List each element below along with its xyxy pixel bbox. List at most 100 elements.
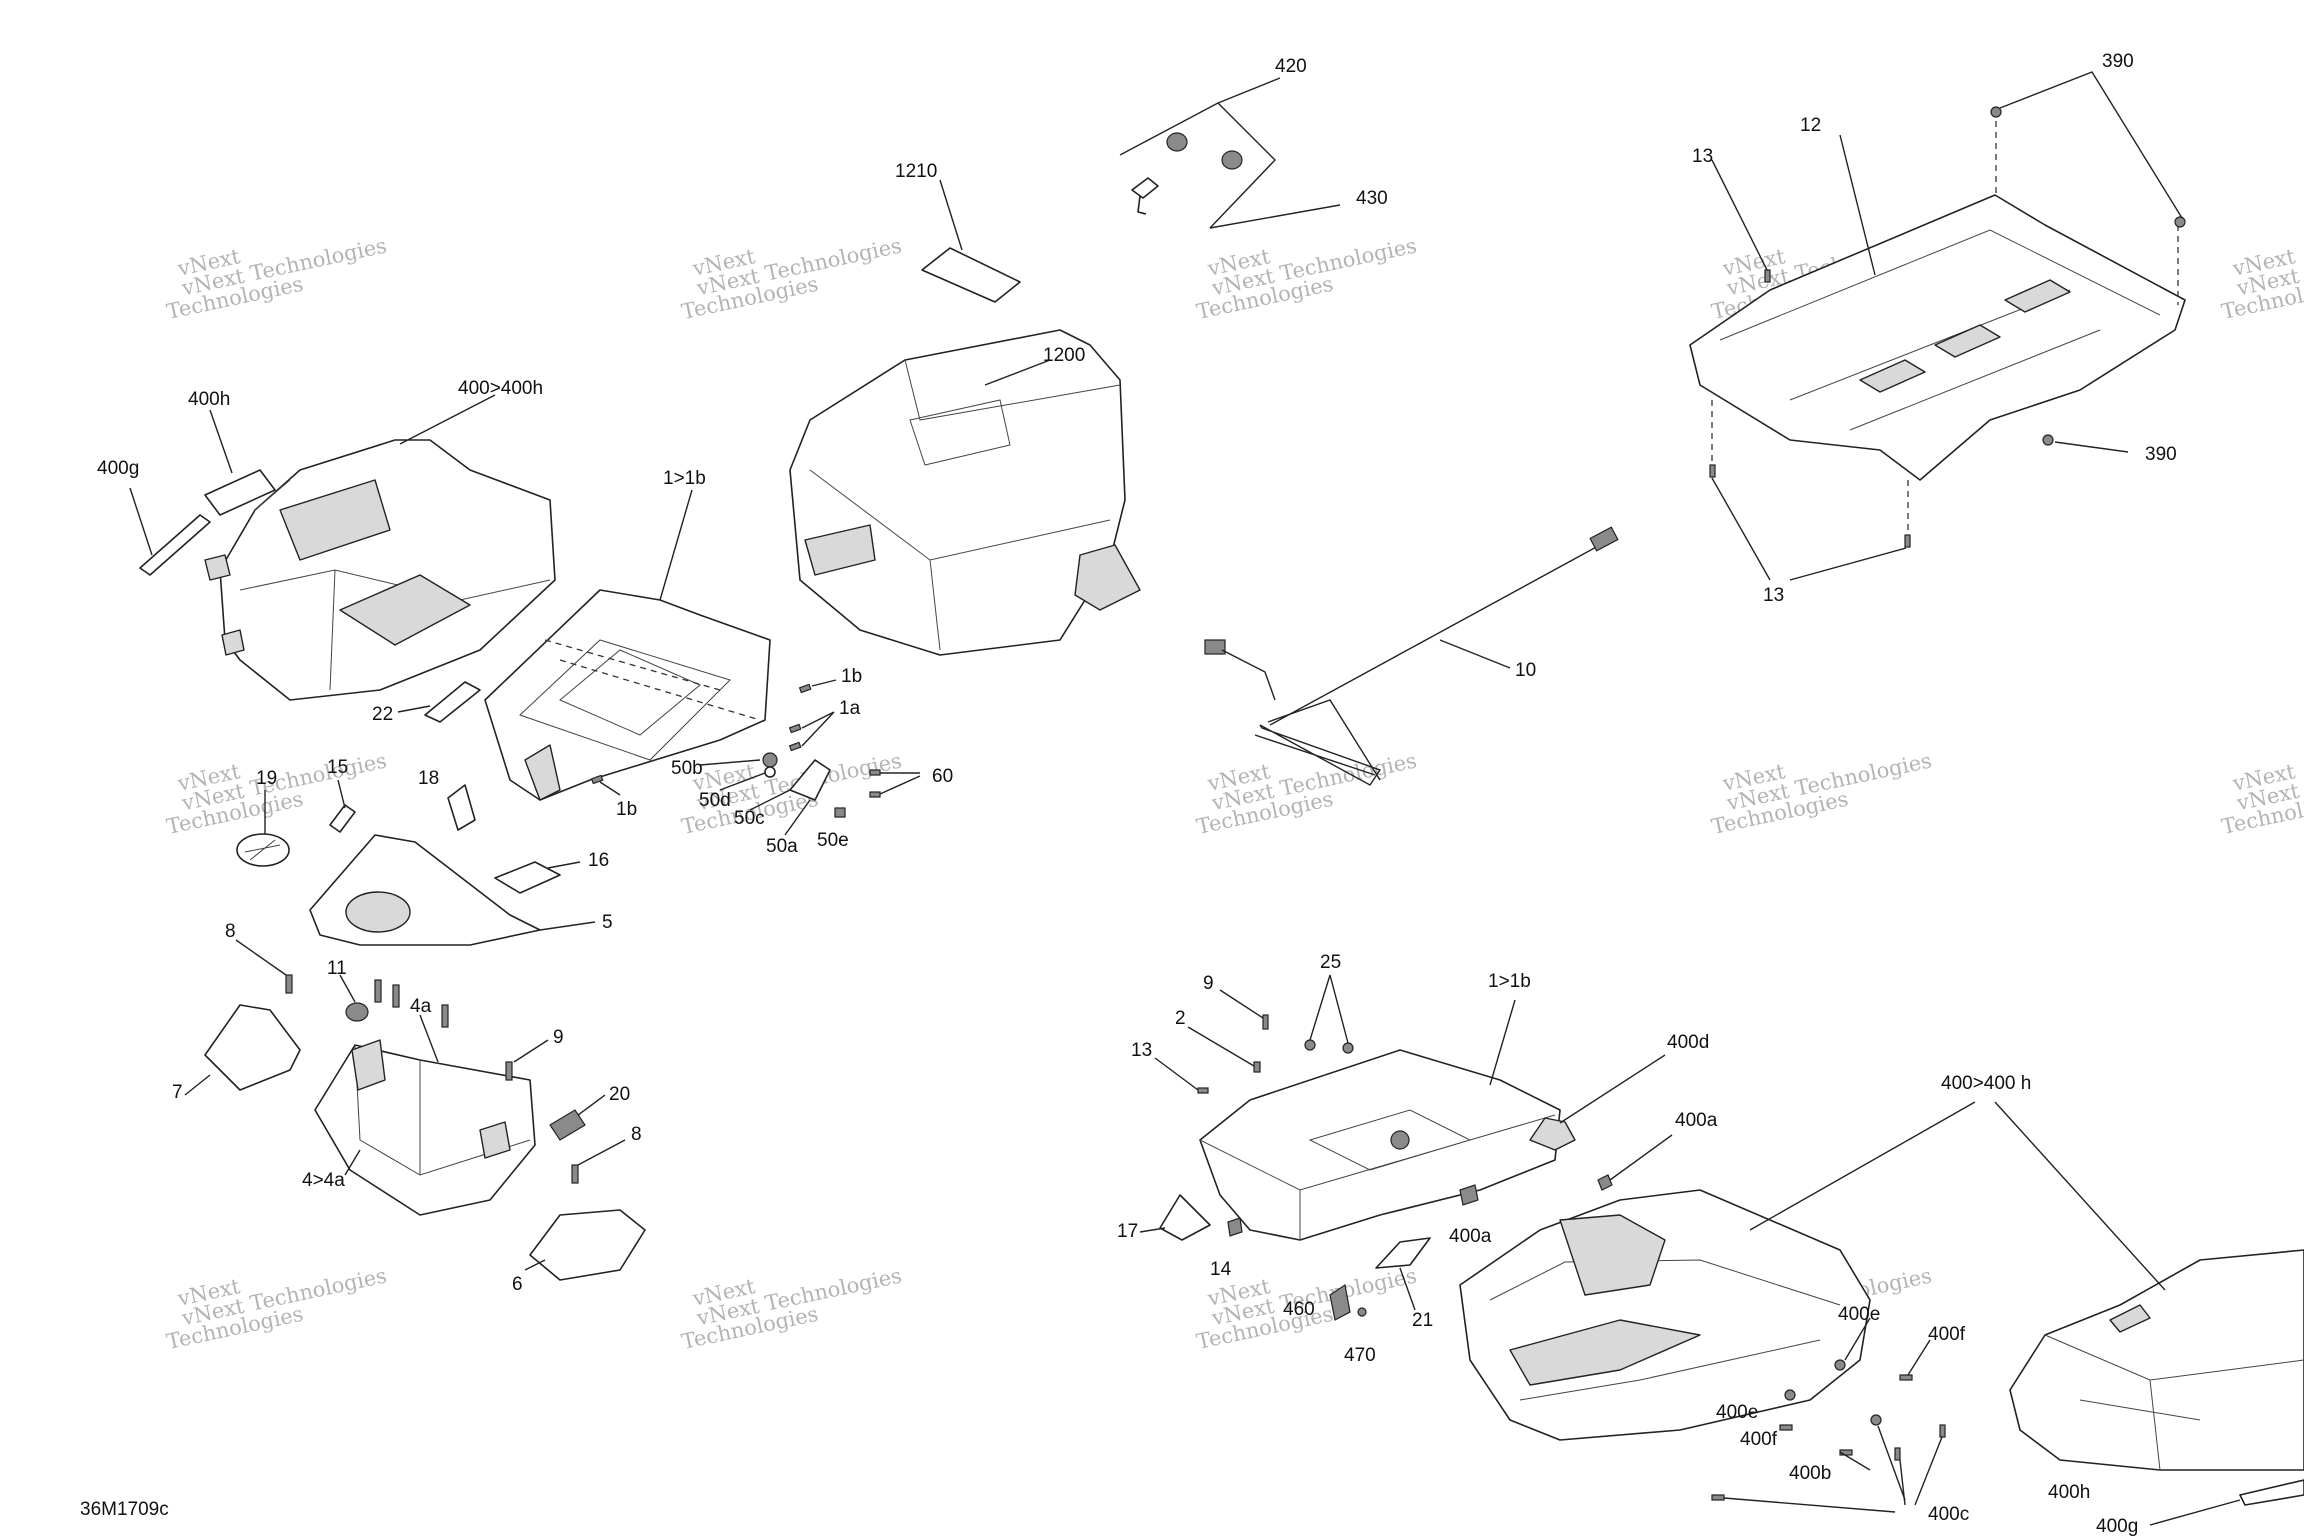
label-460: 460 [1283,1299,1315,1320]
screw-4a-b [392,984,400,1008]
clip-20-part [549,1109,586,1141]
screw-4a-c [441,1004,449,1028]
label-400-to-400h-a: 400>400h [458,378,543,399]
leader-5 [539,921,596,931]
part-4-lower-mount [184,939,646,1281]
latch-body [789,759,831,801]
label-400f-b: 400f [1740,1429,1778,1450]
fastener-390-top-b [2174,216,2186,228]
case-edges [809,359,1121,651]
label-14: 14 [1210,1259,1232,1280]
screw-25-b [1342,1042,1354,1054]
leader-390-right [2054,441,2129,453]
screw-8-top [285,974,293,994]
label-16: 16 [588,850,609,871]
label-1-to-1b-a: 1>1b [663,468,706,489]
harness-lead [1221,649,1276,701]
label-50e: 50e [817,830,849,851]
screw-400c-c [1711,1494,1725,1501]
label-50a: 50a [766,836,798,857]
label-390-top: 390 [2102,51,2134,72]
fastener-390-top [1990,106,2002,118]
label-400c: 400c [1928,1504,1969,1525]
decal-17-part [1159,1194,1211,1241]
label-4-to-4a: 4>4a [302,1170,345,1191]
screw-25-a [1304,1039,1316,1051]
leader-400h-a [209,409,233,474]
leader-9-right [1219,989,1264,1019]
label-9-left: 9 [553,1027,564,1048]
watermark: vNext vNext Technologies Technologies [1194,233,1418,324]
label-400a-b: 400a [1449,1226,1492,1247]
leader-1b-bottom [599,781,621,796]
screw-1b-bottom [590,774,604,785]
part-420-hardware [1119,77,1341,229]
decal-part [921,247,1021,303]
latch-spring [762,752,778,768]
tray-body [1199,1049,1561,1241]
leader-13-top [1711,159,1768,271]
watermark: vNext vNext Technologies Technologies [2219,233,2304,324]
part-1-mount-tray-lower [1139,974,1561,1321]
side-case-handle [279,479,391,561]
leader-50c [749,789,791,811]
label-17: 17 [1117,1221,1138,1242]
rack-body [1689,194,2186,481]
label-13-top: 13 [1692,146,1713,167]
label-1210: 1210 [895,161,937,182]
label-20: 20 [609,1084,630,1105]
leader-2 [1187,1026,1255,1067]
harness-main [1269,544,1601,726]
label-19: 19 [256,768,277,789]
leader-1a [801,711,835,747]
screw-4a-a [374,979,382,1003]
label-400e-b: 400e [1716,1402,1758,1423]
case-latch [1074,544,1141,611]
leader-9-left [513,1039,549,1063]
leader-8-top [235,939,287,976]
label-470: 470 [1344,1345,1376,1366]
screw-60-b [869,791,881,798]
label-400d: 400d [1667,1032,1709,1053]
label-25: 25 [1320,952,1341,973]
bracket-foot [524,744,561,801]
label-400g-b: 400g [2096,1516,2138,1536]
part-1-mount-bracket-upper [484,489,837,801]
closed-case-edges [2044,1334,2304,1471]
label-420: 420 [1275,56,1307,77]
bracket-460-part [1329,1283,1351,1321]
mount-blocks [351,1039,511,1159]
leader-400-to-400h-a [399,394,496,445]
watermark: vNext vNext Technologies Technologies [679,1263,903,1354]
fastener-13-top [1764,269,1771,283]
leader-21 [1399,1267,1416,1311]
label-6: 6 [512,1274,523,1295]
watermark: vNext vNext Technologies Technologies [2219,748,2304,839]
leader-400e-a [1844,1317,1871,1361]
label-50d: 50d [699,790,731,811]
part-12-rack-plate [1689,71,2186,581]
leader-12 [1839,134,1876,276]
label-400-to-400h-b: 400>400 h [1941,1073,2031,1094]
label-60: 60 [932,766,953,787]
label-400g-a: 400g [97,458,139,479]
fastener-13-right [1904,534,1911,548]
washer-400b [1870,1414,1882,1426]
leader-1210 [939,179,963,251]
leader-25 [1309,974,1349,1044]
label-8-top: 8 [225,921,236,942]
knob-part [1166,132,1188,152]
label-1a: 1a [839,698,861,719]
label-5: 5 [602,912,613,933]
open-case-body [1459,1189,1871,1441]
bracket-edges [519,639,731,761]
part-1200-top-case [789,329,1141,656]
screw-1a-b [788,741,802,752]
latch-washer [764,766,776,778]
clip-400a [1597,1174,1613,1191]
leader-390-top [1999,71,2183,219]
leader-22 [397,705,431,713]
leader-11 [339,974,356,1003]
label-2: 2 [1175,1008,1186,1029]
washer-400e-a [1834,1359,1846,1371]
